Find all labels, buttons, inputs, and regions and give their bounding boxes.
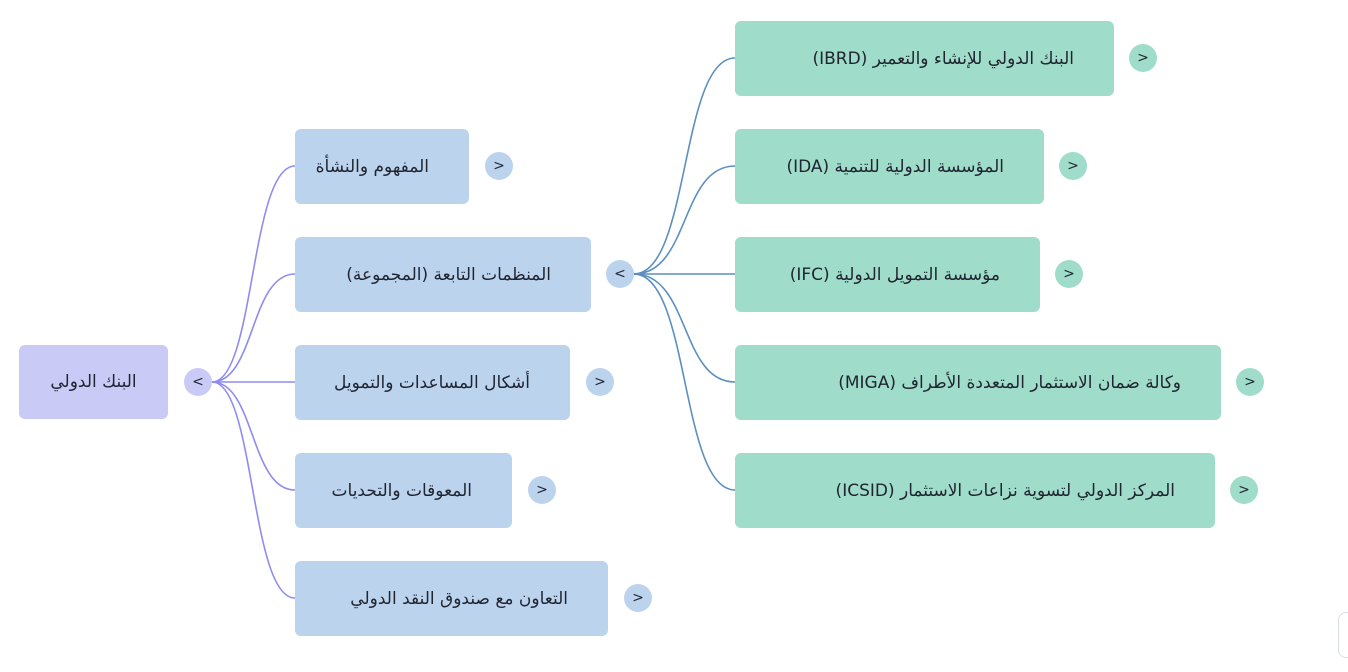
branch-expand-toggle[interactable]: > [485, 152, 513, 180]
link-sub-4 [633, 273, 736, 383]
sub-expand-toggle[interactable]: > [1129, 44, 1157, 72]
chevron-right-icon: > [536, 482, 548, 498]
link-root-branch-5 [211, 381, 296, 599]
sub-expand-toggle[interactable]: > [1055, 260, 1083, 288]
branch-node-label: المفهوم والنشأة [315, 156, 429, 177]
link-sub-5 [633, 273, 736, 491]
chevron-right-icon: > [594, 374, 606, 390]
branch-node-label: المنظمات التابعة (المجموعة) [346, 264, 551, 285]
sub-node-label: وكالة ضمان الاستثمار المتعددة الأطراف (M… [838, 372, 1181, 393]
sub-node-ida[interactable]: المؤسسة الدولية للتنمية (IDA) [735, 129, 1044, 204]
branch-expand-toggle[interactable]: > [624, 584, 652, 612]
chevron-right-icon: > [1063, 266, 1075, 282]
branch-node-imf-cooperation[interactable]: التعاون مع صندوق النقد الدولي [295, 561, 608, 636]
sub-expand-toggle[interactable]: > [1059, 152, 1087, 180]
sub-node-icsid[interactable]: المركز الدولي لتسوية نزاعات الاستثمار (I… [735, 453, 1215, 528]
branch-node-label: أشكال المساعدات والتمويل [333, 372, 530, 393]
branch-node-affiliates[interactable]: المنظمات التابعة (المجموعة) [295, 237, 591, 312]
branch-node-financing[interactable]: أشكال المساعدات والتمويل [295, 345, 570, 420]
chevron-right-icon: > [1238, 482, 1250, 498]
sub-node-label: البنك الدولي للإنشاء والتعمير (IBRD) [812, 48, 1074, 69]
chevron-left-icon: < [192, 374, 204, 390]
root-node[interactable]: البنك الدولي [19, 345, 168, 419]
sub-node-label: المؤسسة الدولية للتنمية (IDA) [786, 156, 1004, 177]
branch-expand-toggle[interactable]: > [528, 476, 556, 504]
branch-node-label: المعوقات والتحديات [331, 480, 472, 501]
link-sub-1 [633, 57, 736, 275]
sub-node-ifc[interactable]: مؤسسة التمويل الدولية (IFC) [735, 237, 1040, 312]
root-collapse-toggle[interactable]: < [184, 368, 212, 396]
branch-collapse-toggle[interactable]: < [606, 260, 634, 288]
sub-node-label: المركز الدولي لتسوية نزاعات الاستثمار (I… [835, 480, 1175, 501]
chevron-right-icon: > [1067, 158, 1079, 174]
link-root-branch-4 [211, 381, 296, 491]
sub-node-ibrd[interactable]: البنك الدولي للإنشاء والتعمير (IBRD) [735, 21, 1114, 96]
chevron-right-icon: > [493, 158, 505, 174]
zoom-control-panel[interactable] [1338, 612, 1348, 658]
root-node-label: البنك الدولي [50, 372, 137, 392]
sub-expand-toggle[interactable]: > [1236, 368, 1264, 396]
sub-node-label: مؤسسة التمويل الدولية (IFC) [789, 264, 1000, 285]
sub-expand-toggle[interactable]: > [1230, 476, 1258, 504]
branch-node-concept[interactable]: المفهوم والنشأة [295, 129, 469, 204]
branch-node-label: التعاون مع صندوق النقد الدولي [350, 588, 568, 609]
chevron-right-icon: > [1137, 50, 1149, 66]
link-root-branch-1 [211, 165, 296, 383]
chevron-right-icon: > [1244, 374, 1256, 390]
branch-node-challenges[interactable]: المعوقات والتحديات [295, 453, 512, 528]
chevron-right-icon: > [632, 590, 644, 606]
sub-node-miga[interactable]: وكالة ضمان الاستثمار المتعددة الأطراف (M… [735, 345, 1221, 420]
link-sub-2 [633, 165, 736, 275]
chevron-left-icon: < [614, 266, 626, 282]
branch-expand-toggle[interactable]: > [586, 368, 614, 396]
link-root-branch-2 [211, 273, 296, 383]
